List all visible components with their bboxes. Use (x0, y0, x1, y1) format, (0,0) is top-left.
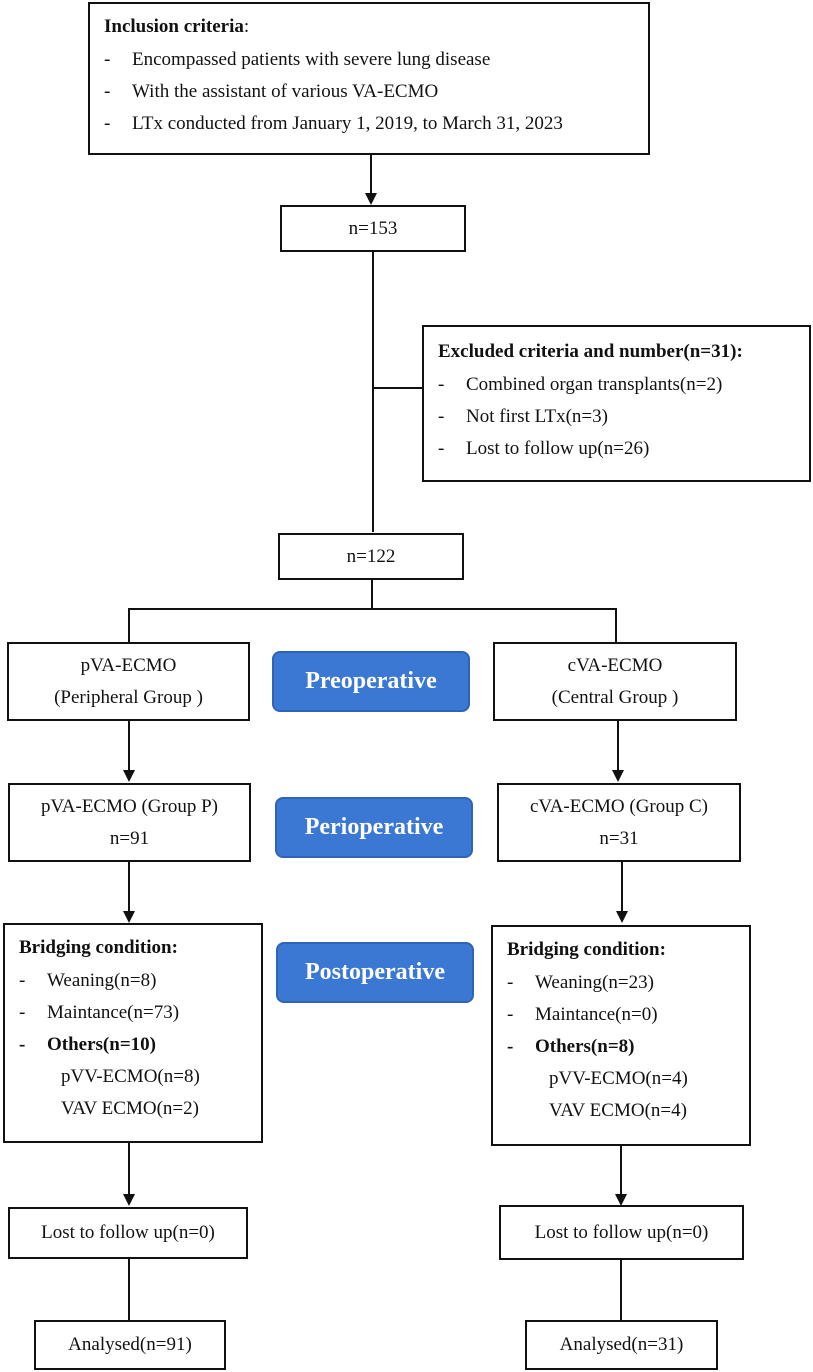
arrow-head (615, 1194, 627, 1206)
right-bridging-item: -Maintance(n=0) (507, 1004, 658, 1025)
right-group-box: cVA-ECMO (Central Group ) (493, 642, 737, 721)
connector-right-1 (617, 720, 619, 770)
left-group-line2: (Peripheral Group ) (54, 686, 203, 708)
connector-split-right (615, 608, 617, 642)
n-initial-box: n=153 (280, 205, 466, 252)
connector-left-1 (128, 720, 130, 770)
connector-n122-down (371, 579, 373, 609)
right-bridging-subitem: pVV-ECMO(n=4) (549, 1068, 688, 1089)
connector-left-2 (128, 861, 130, 911)
right-bridging-box: Bridging condition: -Weaning(n=23) -Main… (491, 925, 751, 1146)
arrow-head (123, 911, 135, 923)
left-bridging-item: -Weaning(n=8) (19, 970, 157, 991)
left-periop-box: pVA-ECMO (Group P) n=91 (8, 783, 251, 862)
n-after-label: n=122 (346, 545, 396, 567)
right-lost-box: Lost to follow up(n=0) (499, 1205, 744, 1260)
inclusion-item: -Encompassed patients with severe lung d… (104, 49, 491, 70)
left-bridging-box: Bridging condition: -Weaning(n=8) -Maint… (3, 923, 263, 1143)
left-bridging-subitem: pVV-ECMO(n=8) (61, 1066, 200, 1087)
exclusion-item: -Not first LTx(n=3) (438, 406, 608, 427)
connector-right-4 (620, 1259, 622, 1320)
connector-split-horizontal (128, 608, 617, 610)
phase-postoperative-badge: Postoperative (276, 942, 474, 1003)
left-analysed-label: Analysed(n=91) (68, 1334, 192, 1355)
exclusion-title: Excluded criteria and number(n=31): (438, 341, 743, 362)
arrow-head (612, 770, 624, 782)
n-after-box: n=122 (278, 533, 464, 580)
left-group-box: pVA-ECMO (Peripheral Group ) (7, 642, 250, 721)
right-group-line1: cVA-ECMO (567, 654, 663, 676)
left-lost-label: Lost to follow up(n=0) (41, 1222, 215, 1243)
right-analysed-box: Analysed(n=31) (525, 1320, 718, 1370)
right-analysed-label: Analysed(n=31) (559, 1334, 684, 1355)
connector-split-left (128, 608, 130, 642)
connector-right-2 (621, 861, 623, 911)
arrow-head (123, 1194, 135, 1206)
left-periop-line2: n=91 (109, 827, 150, 849)
left-analysed-box: Analysed(n=91) (34, 1320, 226, 1370)
phase-perioperative-badge: Perioperative (275, 797, 473, 858)
left-periop-line1: pVA-ECMO (Group P) (41, 795, 218, 817)
inclusion-title: Inclusion criteria: (104, 16, 250, 37)
inclusion-item: -With the assistant of various VA-ECMO (104, 81, 439, 102)
arrow-head (616, 911, 628, 923)
inclusion-item: -LTx conducted from January 1, 2019, to … (104, 113, 563, 134)
connector-left-4 (128, 1258, 130, 1320)
exclusion-criteria-box: Excluded criteria and number(n=31): -Com… (422, 325, 811, 482)
right-bridging-title: Bridging condition: (507, 939, 666, 960)
connector-left-3 (128, 1142, 130, 1194)
right-group-line2: (Central Group ) (551, 686, 679, 708)
connector-right-3 (620, 1145, 622, 1194)
arrow-head (123, 770, 135, 782)
left-bridging-item: -Others(n=10) (19, 1034, 156, 1055)
exclusion-item: -Combined organ transplants(n=2) (438, 374, 723, 395)
connector-inclusion-to-n153 (370, 154, 372, 194)
right-bridging-subitem: VAV ECMO(n=4) (549, 1100, 687, 1121)
exclusion-item: -Lost to follow up(n=26) (438, 438, 650, 459)
right-bridging-item: -Weaning(n=23) (507, 972, 654, 993)
right-bridging-item: -Others(n=8) (507, 1036, 635, 1057)
connector-exclusion-branch (372, 387, 423, 389)
left-bridging-title: Bridging condition: (19, 937, 178, 958)
left-bridging-item: -Maintance(n=73) (19, 1002, 180, 1023)
right-periop-line1: cVA-ECMO (Group C) (529, 795, 709, 817)
right-lost-label: Lost to follow up(n=0) (534, 1221, 709, 1243)
n-initial-label: n=153 (348, 217, 398, 239)
inclusion-criteria-box: Inclusion criteria: -Encompassed patient… (88, 2, 650, 155)
left-bridging-subitem: VAV ECMO(n=2) (61, 1098, 199, 1119)
left-group-line1: pVA-ECMO (80, 654, 177, 676)
right-periop-box: cVA-ECMO (Group C) n=31 (497, 783, 741, 862)
right-periop-line2: n=31 (599, 827, 639, 849)
arrow-head (365, 193, 377, 205)
left-lost-box: Lost to follow up(n=0) (8, 1207, 248, 1259)
connector-n153-to-n122 (372, 251, 374, 532)
phase-preoperative-badge: Preoperative (272, 651, 470, 712)
